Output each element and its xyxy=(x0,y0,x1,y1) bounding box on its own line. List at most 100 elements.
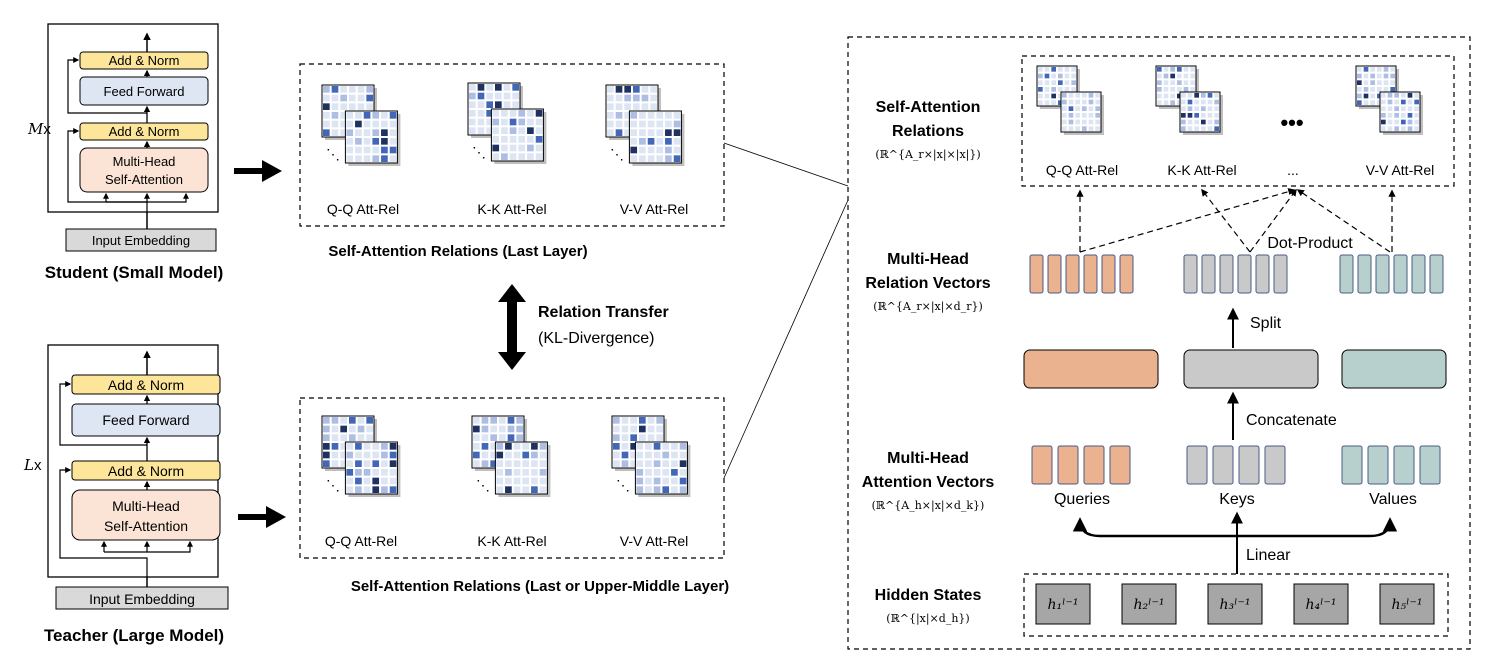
student-kk-label: K-K Att-Rel xyxy=(477,201,546,217)
value-relation-vector-5 xyxy=(1411,254,1426,294)
query-relation-vector-5 xyxy=(1101,254,1116,294)
sar-dimension: (ℝ^{A_r×|x|×|x|}) xyxy=(875,148,980,162)
key-relation-vector-4 xyxy=(1237,254,1252,294)
teacher-qq-label: Q-Q Att-Rel xyxy=(325,533,397,549)
query-head-vector-2 xyxy=(1057,445,1079,485)
detail-panel-frame xyxy=(847,36,1471,650)
mhrv-dimension: (ℝ^{A_r×|x|×d_r}) xyxy=(873,300,983,314)
hidden-states-frame xyxy=(1023,573,1449,637)
hidden-state-label-5: h₅ˡ⁻¹ xyxy=(1391,597,1422,613)
teacher-add-norm-top-label: Add & Norm xyxy=(108,377,184,393)
value-relation-vector-6 xyxy=(1429,254,1444,294)
key-relation-vector-6 xyxy=(1273,254,1288,294)
hidden-state-1 xyxy=(1035,583,1091,625)
dot-product-arrows xyxy=(1076,188,1396,253)
query-relation-vector-6 xyxy=(1119,254,1134,294)
teacher-relation-matrices: ⋱⋱⋱ xyxy=(321,415,691,497)
student-kk-matrix-dots: ⋱ xyxy=(472,144,486,160)
student-add-norm-top-label: Add & Norm xyxy=(109,53,180,68)
dot-product-label: Dot-Product xyxy=(1267,235,1353,252)
student-vv-label: V-V Att-Rel xyxy=(620,201,688,217)
value-relation-vector-1 xyxy=(1339,254,1354,294)
value-head-vector-1 xyxy=(1341,445,1363,485)
value-head-vector-3 xyxy=(1393,445,1415,485)
values-label: Values xyxy=(1369,491,1417,508)
keys-label: Keys xyxy=(1219,491,1255,508)
mhrv-label-1: Multi-Head xyxy=(887,251,969,268)
student-feed-forward-label: Feed Forward xyxy=(104,84,185,99)
detail-vv-label: V-V Att-Rel xyxy=(1366,162,1434,178)
teacher-qq-matrix-dots: ⋱ xyxy=(326,477,340,493)
teacher-model: Lx Add & Norm Feed Forward Add & Norm Mu… xyxy=(23,344,229,645)
teacher-feed-forward-label: Feed Forward xyxy=(102,412,189,428)
teacher-title: Teacher (Large Model) xyxy=(44,626,224,645)
relation-vectors xyxy=(1029,254,1444,294)
hs-dimension: (ℝ^{|x|×d_h}) xyxy=(886,612,969,626)
query-head-vector-3 xyxy=(1083,445,1105,485)
query-relation-vector-1 xyxy=(1029,254,1044,294)
teacher-add-norm-top xyxy=(71,374,221,395)
student-add-norm-top xyxy=(79,51,209,70)
sar-label-2: Relations xyxy=(892,123,964,140)
student-qq-matrix-dots: ⋱ xyxy=(326,146,340,162)
kl-divergence-label: (KL-Divergence) xyxy=(538,330,654,347)
mhav-label-2: Attention Vectors xyxy=(862,474,995,491)
teacher-input-embedding xyxy=(55,586,229,610)
hidden-state-3 xyxy=(1207,583,1263,625)
teacher-vv-label: V-V Att-Rel xyxy=(620,533,688,549)
student-relations-frame xyxy=(299,63,725,227)
hidden-state-label-4: h₄ˡ⁻¹ xyxy=(1305,597,1336,613)
detail-relations-frame xyxy=(1021,55,1455,187)
hidden-state-label-1: h₁ˡ⁻¹ xyxy=(1047,597,1078,613)
zoom-line-top xyxy=(723,142,849,187)
teacher-kk-matrix-front xyxy=(494,441,551,497)
key-relation-vector-5 xyxy=(1255,254,1270,294)
concatenate-label: Concatenate xyxy=(1246,412,1337,429)
split-label: Split xyxy=(1250,315,1282,332)
student-qq-matrix-front xyxy=(344,110,401,166)
query-relation-vector-3 xyxy=(1065,254,1080,294)
key-head-vector-2 xyxy=(1212,445,1234,485)
value-head-vector-2 xyxy=(1367,445,1389,485)
detail-vv-matrix-front xyxy=(1379,91,1423,135)
hidden-state-5 xyxy=(1379,583,1435,625)
detail-qq-matrix-front xyxy=(1060,91,1104,135)
value-relation-vector-3 xyxy=(1375,254,1390,294)
key-relation-vector-1 xyxy=(1183,254,1198,294)
teacher-mhsa-label-2: Self-Attention xyxy=(104,518,188,534)
attention-vectors xyxy=(1031,445,1441,485)
linear-label: Linear xyxy=(1246,547,1291,564)
queries-concat-bar xyxy=(1023,349,1159,389)
value-head-vector-4 xyxy=(1419,445,1441,485)
student-multi-head-attention xyxy=(79,147,209,193)
value-relation-vector-4 xyxy=(1393,254,1408,294)
teacher-vv-matrix-front xyxy=(634,441,691,497)
detail-row-labels: Self-Attention Relations (ℝ^{A_r×|x|×|x|… xyxy=(862,99,995,626)
mhav-dimension: (ℝ^{A_h×|x|×d_k}) xyxy=(872,499,985,513)
student-arrow-icon xyxy=(234,160,282,182)
detail-relation-matrices xyxy=(1036,65,1423,135)
student-input-embedding-label: Input Embedding xyxy=(92,233,190,248)
query-relation-vector-4 xyxy=(1083,254,1098,294)
teacher-vv-matrix-dots: ⋱ xyxy=(616,477,630,493)
detail-ellipsis-label: ... xyxy=(1287,162,1299,178)
student-repeat-label: Mx xyxy=(27,120,51,138)
hidden-state-2 xyxy=(1121,583,1177,625)
student-model: Mx Add & Norm Feed Forward Add & Norm Mu… xyxy=(27,23,224,282)
student-title: Student (Small Model) xyxy=(45,263,224,282)
teacher-input-embedding-label: Input Embedding xyxy=(89,591,195,607)
values-concat-bar xyxy=(1341,349,1447,389)
key-head-vector-1 xyxy=(1186,445,1208,485)
teacher-relations-caption: Self-Attention Relations (Last or Upper-… xyxy=(351,578,729,595)
student-relations-caption: Self-Attention Relations (Last Layer) xyxy=(328,243,587,260)
student-vv-matrix-front xyxy=(628,110,685,166)
key-head-vector-3 xyxy=(1238,445,1260,485)
relation-transfer: Relation Transfer (KL-Divergence) xyxy=(498,284,669,370)
detail-kk-label: K-K Att-Rel xyxy=(1167,162,1236,178)
student-add-norm-bottom xyxy=(79,122,209,141)
student-mhsa-label-1: Multi-Head xyxy=(113,154,176,169)
key-head-vector-4 xyxy=(1264,445,1286,485)
hidden-state-4 xyxy=(1293,583,1349,625)
